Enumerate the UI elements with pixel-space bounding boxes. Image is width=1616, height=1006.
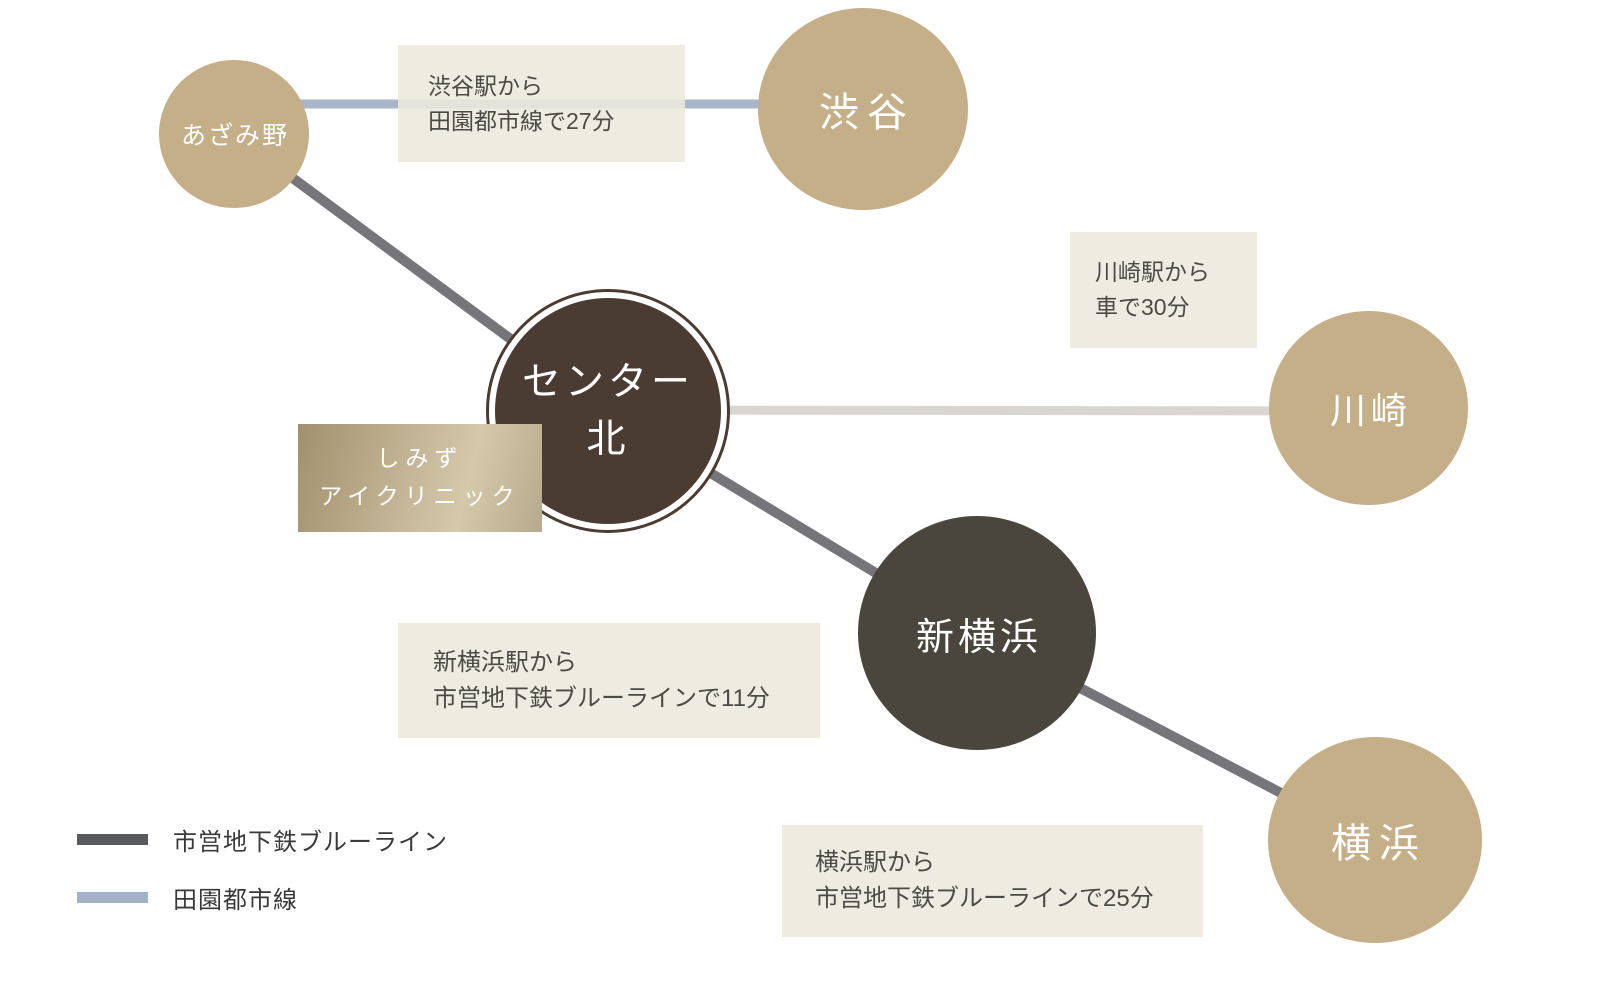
- legend-item-denentoshi-line: 田園都市線: [77, 884, 298, 914]
- route-line-car-centerkita-kawasaki: [607, 405, 1367, 416]
- station-label-shibuya: 渋谷: [819, 90, 915, 135]
- route-note-line: 川崎駅から: [1095, 259, 1210, 285]
- route-note-line: 渋谷駅から: [428, 72, 543, 99]
- route-note-from-kawasaki: 川崎駅から 車で30分: [1070, 232, 1257, 348]
- legend-label-denentoshi-line: 田園都市線: [173, 886, 298, 914]
- station-node-yokohama: 横浜: [1268, 737, 1482, 943]
- station-label-kawasaki: 川崎: [1329, 391, 1412, 431]
- station-label-azamino: あざみ野: [180, 123, 289, 150]
- station-node-azamino: あざみ野: [159, 60, 309, 208]
- station-label-yokohama: 横浜: [1331, 821, 1427, 866]
- route-note-line: 横浜駅から: [815, 849, 935, 876]
- station-label-shin-yokohama: 新横浜: [915, 616, 1042, 659]
- station-node-kawasaki: 川崎: [1269, 311, 1468, 505]
- legend-label-blue-line: 市営地下鉄ブルーライン: [173, 828, 448, 856]
- legend-swatch-denentoshi-line: [77, 891, 148, 903]
- station-label-center-kita: センター 北: [521, 361, 694, 461]
- clinic-name-line: しみず: [376, 446, 464, 471]
- clinic-name-badge: しみず アイクリニック: [298, 424, 542, 532]
- route-note-line: 市営地下鉄ブルーラインで25分: [815, 885, 1154, 912]
- station-node-shibuya: 渋谷: [758, 8, 968, 210]
- legend-item-blue-line: 市営地下鉄ブルーライン: [77, 826, 448, 856]
- route-note-from-yokohama: 横浜駅から 市営地下鉄ブルーラインで25分: [782, 825, 1203, 937]
- route-note-from-shibuya: 渋谷駅から 田園都市線で27分: [398, 45, 685, 162]
- clinic-name-line: アイクリニック: [319, 484, 521, 509]
- route-note-line: 市営地下鉄ブルーラインで11分: [433, 684, 770, 712]
- route-note-line: 田園都市線で27分: [428, 107, 615, 134]
- route-note-line: 新横浜駅から: [433, 648, 577, 676]
- route-note-from-shin-yokohama: 新横浜駅から 市営地下鉄ブルーラインで11分: [398, 623, 820, 738]
- station-node-shin-yokohama: 新横浜: [858, 516, 1096, 750]
- legend-swatch-blue-line: [77, 833, 148, 845]
- route-note-line: 車で30分: [1095, 294, 1190, 320]
